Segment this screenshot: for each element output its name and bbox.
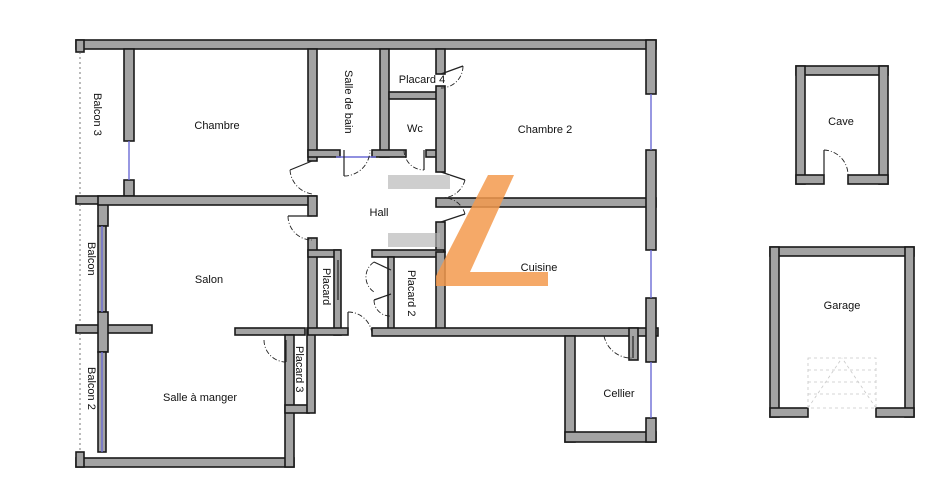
wall-placard3-right bbox=[306, 327, 316, 414]
room-label-balcon-2: Balcon 2 bbox=[85, 367, 97, 410]
logo-grey-bar-top bbox=[388, 175, 450, 189]
room-label-salon: Salon bbox=[195, 274, 223, 286]
wall-pier-mid bbox=[97, 311, 109, 353]
wall-right-mid bbox=[645, 149, 657, 251]
door-cuisine-swing bbox=[440, 197, 466, 215]
wall-placard2-top bbox=[371, 249, 445, 258]
room-label-balcon-3: Balcon 3 bbox=[91, 93, 103, 136]
wall-cuisine-bottom bbox=[371, 327, 659, 337]
room-label-placard-4: Placard 4 bbox=[399, 74, 445, 86]
wall-corner-tl bbox=[75, 39, 85, 53]
wall-garage-right bbox=[904, 246, 915, 418]
doors bbox=[263, 65, 634, 363]
wall-cellier-bottom bbox=[564, 431, 657, 443]
wall-cave-right bbox=[878, 65, 889, 185]
door-chambre2-swing bbox=[440, 179, 466, 199]
wall-chambre-right bbox=[307, 48, 318, 162]
wall-ch2-left bbox=[435, 85, 446, 173]
room-label-cuisine: Cuisine bbox=[521, 262, 558, 274]
room-label-wc: Wc bbox=[407, 123, 423, 135]
wall-sam-right bbox=[284, 334, 295, 468]
wall-balcony-div-2 bbox=[75, 324, 153, 334]
wall-right-top bbox=[645, 39, 657, 95]
door-wc-swing bbox=[403, 149, 425, 171]
wall-corner-bl bbox=[75, 451, 85, 468]
cave-building bbox=[795, 65, 889, 185]
room-label-chambre: Chambre bbox=[194, 120, 239, 132]
wall-garage-top bbox=[769, 246, 915, 257]
wall-hall-top-mid bbox=[371, 149, 407, 158]
wall-chambre-salon bbox=[97, 195, 317, 206]
wall-bottom-left bbox=[75, 457, 295, 468]
door-sdb-swing bbox=[343, 149, 371, 177]
room-label-placard-2: Placard 2 bbox=[405, 270, 417, 316]
wall-cave-top bbox=[795, 65, 889, 76]
wall-garage-bottom-right bbox=[875, 407, 915, 418]
room-label-chambre-2: Chambre 2 bbox=[518, 124, 572, 136]
watermark-logo bbox=[388, 175, 548, 286]
door-cave-swing bbox=[823, 149, 849, 176]
windows bbox=[101, 94, 652, 452]
wall-chambre-left-upper bbox=[123, 48, 135, 142]
wall-garage-left bbox=[769, 246, 780, 418]
door-chambre2-leaf bbox=[440, 171, 466, 181]
wall-salon-left-stub bbox=[97, 203, 109, 227]
wall-placard-bottom bbox=[307, 327, 349, 336]
wall-cave-left bbox=[795, 65, 806, 185]
logo-grey-bar-bottom bbox=[388, 233, 440, 247]
room-label-salle-de-bain: Salle de bain bbox=[342, 70, 354, 134]
wall-top bbox=[75, 39, 657, 50]
door-cuisine-leaf bbox=[440, 213, 466, 223]
wall-cellier-right-bottom bbox=[645, 417, 657, 443]
wall-garage-bottom-left bbox=[769, 407, 809, 418]
door-placard2-leaf-1 bbox=[373, 261, 392, 271]
door-placard2-swing-1 bbox=[365, 261, 375, 293]
door-chambre-swing bbox=[289, 169, 313, 195]
wall-placard3-bottom bbox=[284, 404, 310, 414]
wall-cave-bottom-left bbox=[795, 174, 825, 185]
door-chambre-leaf bbox=[289, 160, 313, 171]
door-salon-swing bbox=[287, 215, 313, 241]
garage-door-tracks bbox=[807, 357, 877, 409]
wall-salon-sam-right bbox=[234, 327, 306, 336]
wall-hall-left-mid bbox=[307, 195, 318, 217]
wall-sdb-right bbox=[379, 48, 390, 158]
room-label-cellier: Cellier bbox=[603, 388, 635, 400]
door-placard3-swing bbox=[263, 339, 287, 363]
wall-placard4-bottom bbox=[388, 91, 442, 100]
room-label-salle-a-manger: Salle à manger bbox=[163, 392, 237, 404]
door-placard4-swing bbox=[440, 65, 464, 89]
door-placard2-swing-2 bbox=[373, 299, 392, 317]
wall-cave-bottom-right bbox=[847, 174, 889, 185]
door-placard4-leaf bbox=[440, 65, 464, 75]
wall-hall-top-left bbox=[307, 149, 341, 158]
room-label-placard-3: Placard 3 bbox=[293, 346, 305, 392]
wall-ch2-cuisine bbox=[435, 197, 657, 208]
room-label-balcon: Balcon bbox=[85, 242, 97, 276]
room-label-placard: Placard bbox=[320, 268, 332, 305]
room-label-garage: Garage bbox=[824, 300, 861, 312]
wall-cellier-left bbox=[564, 335, 576, 443]
door-entrance-swing bbox=[347, 311, 373, 335]
room-labels: Chambre Salle de bain Placard 4 Wc Chamb… bbox=[85, 70, 860, 410]
door-cellier-swing bbox=[603, 335, 634, 359]
room-label-cave: Cave bbox=[828, 116, 854, 128]
wall-right-lower bbox=[645, 297, 657, 363]
logo-orange-mark bbox=[436, 175, 548, 286]
door-placard2-leaf-2 bbox=[373, 293, 392, 301]
garage-building bbox=[769, 246, 915, 418]
wall-ch2-left-top bbox=[435, 48, 446, 75]
room-label-hall: Hall bbox=[370, 207, 389, 219]
